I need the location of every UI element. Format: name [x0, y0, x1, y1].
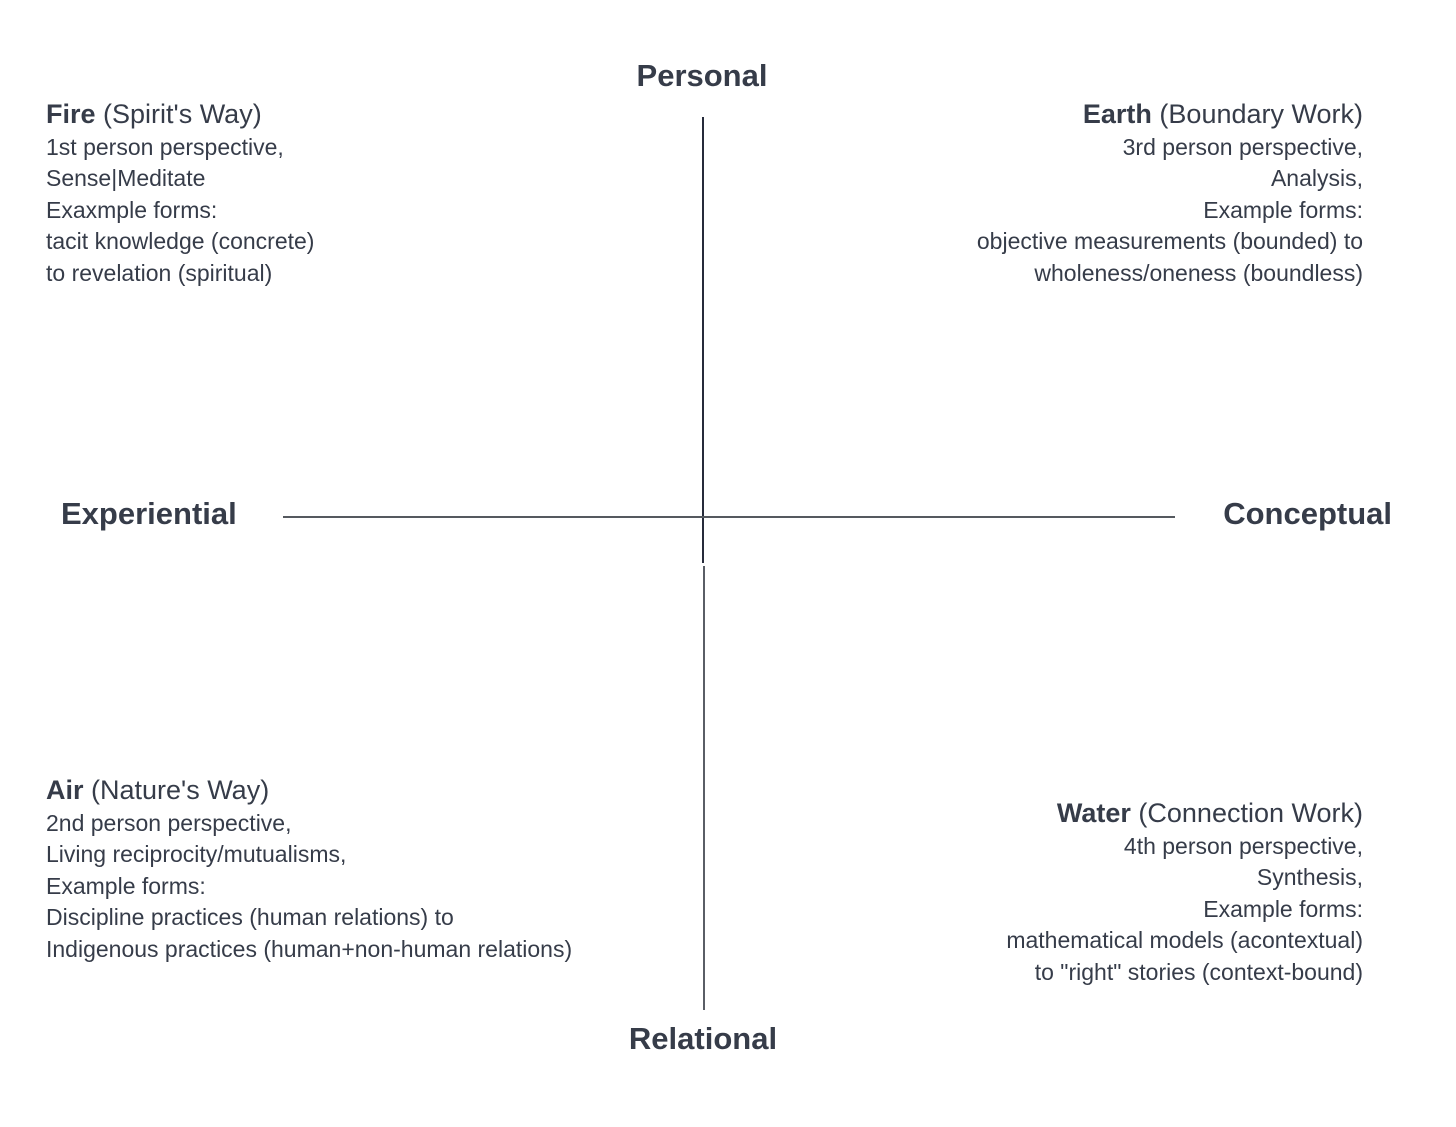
- quadrant-air-line: 2nd person perspective,: [46, 810, 292, 836]
- quadrant-earth-heading: Earth (Boundary Work): [977, 96, 1363, 132]
- quadrant-fire-line: 1st person perspective,: [46, 134, 284, 160]
- quadrant-earth-name: Earth: [1082, 99, 1152, 129]
- quadrant-air-line: Living reciprocity/mutualisms,: [46, 841, 347, 868]
- horizontal-axis-line: [283, 516, 1175, 518]
- quadrant-air-name: Air: [46, 775, 84, 805]
- axis-label-personal: Personal: [636, 58, 768, 93]
- quadrant-air-line: Indigenous practices (human+non-human re…: [46, 935, 573, 962]
- quadrant-earth-line: 3rd person perspective,: [1122, 134, 1363, 160]
- quadrant-fire-line: to revelation (spiritual): [46, 259, 273, 286]
- axis-label-conceptual: Conceptual: [1223, 496, 1392, 531]
- quadrant-water-line: to "right" stories (context-bound): [1034, 958, 1363, 985]
- quadrant-water-subtitle: (Connection Work): [1130, 798, 1363, 828]
- quadrant-water: Water (Connection Work) 4th person persp…: [1006, 795, 1363, 988]
- quadrant-water-line: Example forms:: [1203, 895, 1363, 922]
- quadrant-fire-subtitle: (Spirit's Way): [95, 99, 262, 129]
- quadrant-earth-line: wholeness/oneness (boundless): [1034, 259, 1363, 286]
- quadrant-fire-heading: Fire (Spirit's Way): [46, 96, 314, 132]
- quadrant-earth-line: objective measurements (bounded) to: [976, 228, 1363, 255]
- quadrant-earth-line: Analysis,: [1270, 165, 1363, 192]
- quadrant-water-line: 4th person perspective,: [1123, 833, 1363, 859]
- quadrant-water-line: Synthesis,: [1256, 864, 1363, 891]
- vertical-axis-line-upper: [702, 117, 704, 563]
- axis-label-relational: Relational: [628, 1021, 778, 1056]
- quadrant-air-line: Discipline practices (human relations) t…: [46, 904, 454, 931]
- quadrant-water-line: mathematical models (acontextual): [1006, 927, 1363, 954]
- quadrant-earth: Earth (Boundary Work) 3rd person perspec…: [977, 96, 1363, 289]
- quadrant-air: Air (Nature's Way) 2nd person perspectiv…: [46, 772, 572, 965]
- quadrant-air-heading: Air (Nature's Way): [46, 772, 572, 808]
- quadrant-fire-line: tacit knowledge (concrete): [46, 228, 315, 255]
- quadrant-fire-line: Sense|Meditate: [46, 165, 206, 192]
- quadrant-earth-line: Example forms:: [1203, 196, 1363, 223]
- quadrant-fire-name: Fire: [46, 99, 96, 129]
- vertical-axis-line-lower: [703, 566, 705, 1010]
- quadrant-earth-subtitle: (Boundary Work): [1151, 99, 1363, 129]
- quadrant-fire: Fire (Spirit's Way) 1st person perspecti…: [46, 96, 314, 289]
- quadrant-air-subtitle: (Nature's Way): [83, 775, 270, 805]
- quadrant-water-name: Water: [1056, 798, 1131, 828]
- axis-label-experiential: Experiential: [61, 496, 237, 531]
- quadrant-water-heading: Water (Connection Work): [1006, 795, 1363, 831]
- quadrant-fire-line: Exaxmple forms:: [46, 196, 218, 223]
- quadrant-air-line: Example forms:: [46, 872, 206, 899]
